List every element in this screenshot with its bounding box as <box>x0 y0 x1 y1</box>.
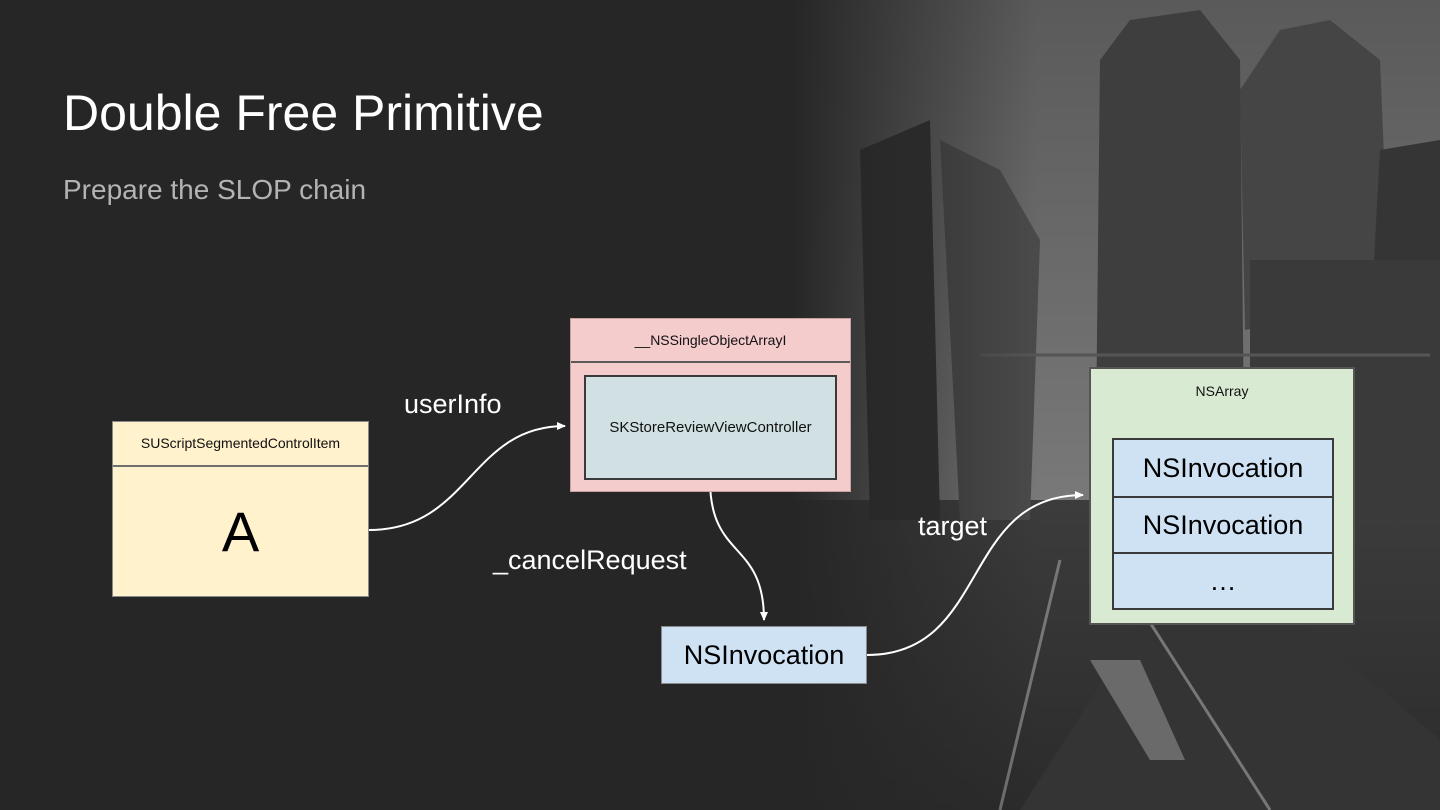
slide-subtitle: Prepare the SLOP chain <box>63 174 367 205</box>
ns-array-header: NSArray <box>1195 383 1249 399</box>
invocation-box: NSInvocation <box>661 626 867 684</box>
edge-label-target: target <box>918 511 988 541</box>
ns-array-box: NSArray NSInvocation NSInvocation … <box>1089 367 1355 625</box>
ns-array-item-list: NSInvocation NSInvocation … <box>1112 438 1334 610</box>
store-review-controller-box: SKStoreReviewViewController <box>584 375 837 480</box>
ns-array-item: NSInvocation <box>1114 496 1332 552</box>
script-item-header: SUScriptSegmentedControlItem <box>113 422 368 467</box>
arrow-cancel-request <box>709 479 768 621</box>
single-object-array-header: __NSSingleObjectArrayI <box>571 319 850 363</box>
edge-label-cancel-request: _cancelRequest <box>493 545 687 575</box>
edge-label-userinfo: userInfo <box>404 389 502 419</box>
arrow-userinfo <box>368 422 566 531</box>
ns-array-item-ellipsis: … <box>1114 552 1332 608</box>
script-item-body: A <box>221 500 260 563</box>
script-segmented-control-item-box: SUScriptSegmentedControlItem A <box>112 421 369 597</box>
slide-title: Double Free Primitive <box>63 85 544 141</box>
arrow-target <box>866 491 1084 656</box>
ns-array-item: NSInvocation <box>1114 440 1332 496</box>
single-object-array-box: __NSSingleObjectArrayI SKStoreReviewView… <box>570 318 851 492</box>
